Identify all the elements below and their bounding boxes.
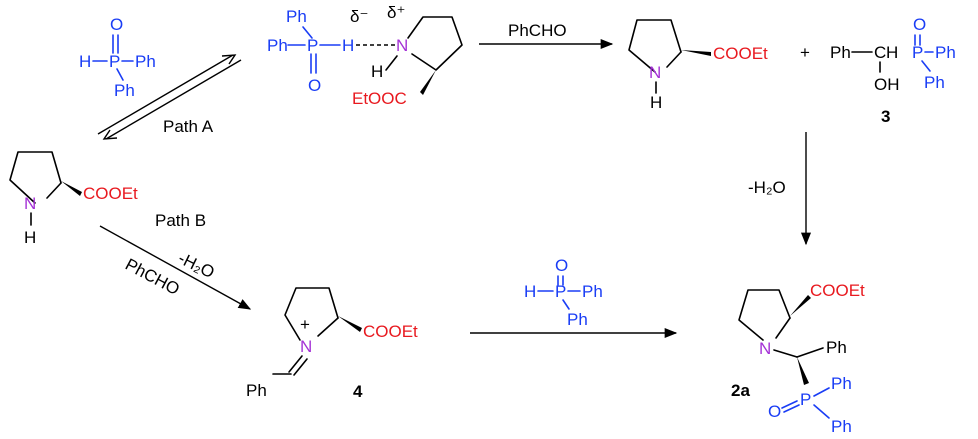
- dehydration-arrow-vertical: -H₂O: [748, 132, 812, 246]
- oxygen-atom: O: [913, 15, 926, 34]
- proline-ethyl-ester-regenerated: N H COOEt: [628, 19, 768, 112]
- hydrogen-atom: H: [79, 52, 91, 71]
- phenyl-label: Ph: [267, 36, 288, 55]
- nitrogen-atom: N: [300, 337, 312, 356]
- reagent-label: -H₂O: [748, 178, 786, 197]
- phenyl-label: Ph: [831, 374, 852, 393]
- compound-number: 2a: [731, 381, 750, 400]
- iminium-ion-4: + N Ph COOEt 4: [246, 287, 418, 401]
- phenyl-label: Ph: [831, 417, 852, 436]
- hydrogen-atom: H: [524, 282, 536, 301]
- compound-number: 4: [353, 382, 363, 401]
- phosphorus-atom: P: [307, 36, 318, 55]
- hydrogen-atom: H: [371, 62, 383, 81]
- phosphorus-atom: P: [555, 282, 566, 301]
- ester-group: COOEt: [83, 184, 138, 203]
- ester-group: COOEt: [713, 44, 768, 63]
- reagent-label: -H₂O: [175, 249, 217, 283]
- phcho-arrow-top: PhCHO: [479, 21, 614, 50]
- phosphorus-atom: P: [109, 52, 120, 71]
- phenyl-label: Ph: [246, 381, 267, 400]
- phenyl-label: Ph: [935, 43, 956, 62]
- nitrogen-atom: N: [759, 339, 771, 358]
- phosphorus-atom: P: [912, 43, 923, 62]
- plus-sign: +: [800, 43, 810, 62]
- diphenylphosphine-oxide-top: O H P Ph Ph: [79, 15, 156, 100]
- nitrogen-atom: N: [649, 63, 661, 82]
- phenyl-label: Ph: [924, 73, 945, 92]
- hydrogen-atom: H: [24, 228, 36, 247]
- hydrogen-atom: H: [342, 36, 354, 55]
- diphenylphosphine-oxide-mid: O H P Ph Ph: [524, 256, 603, 329]
- path-b-arrow: Path B -H₂O PhCHO: [99, 211, 252, 310]
- compound-3: Ph C H OH O P Ph Ph 3: [830, 15, 956, 126]
- delta-plus-label: δ⁺: [387, 3, 405, 22]
- phosphorus-atom: P: [800, 390, 811, 409]
- hydroxyl-group: OH: [874, 75, 900, 94]
- phenyl-label: Ph: [114, 81, 135, 100]
- h-bonded-complex: Ph Ph P H O δ⁻ δ⁺ N H EtOOC: [267, 3, 463, 108]
- reagent-label: PhCHO: [508, 21, 567, 40]
- product-2a: COOEt N Ph P O Ph Ph 2a: [731, 281, 865, 436]
- ester-group: COOEt: [810, 281, 865, 300]
- hydrogen-atom: H: [650, 93, 662, 112]
- nitrogen-atom: N: [396, 36, 408, 55]
- delta-minus-label: δ⁻: [350, 7, 368, 26]
- proline-ethyl-ester: N H COOEt: [9, 151, 138, 247]
- phenyl-label: Ph: [135, 52, 156, 71]
- ester-group: EtOOC: [352, 89, 407, 108]
- hydrogen-atom: H: [886, 43, 898, 62]
- carbon-atom: C: [874, 43, 886, 62]
- phenyl-label: Ph: [830, 43, 851, 62]
- phenyl-label: Ph: [582, 282, 603, 301]
- phenyl-label: Ph: [567, 310, 588, 329]
- oxygen-atom: O: [110, 15, 123, 34]
- oxygen-atom: O: [308, 76, 321, 95]
- nitrogen-atom: N: [24, 194, 36, 213]
- oxygen-atom: O: [768, 402, 781, 421]
- compound-number: 3: [881, 107, 890, 126]
- path-b-label: Path B: [155, 211, 206, 230]
- path-a-label: Path A: [163, 117, 214, 136]
- phenyl-label: Ph: [826, 338, 847, 357]
- oxygen-atom: O: [555, 256, 568, 275]
- equilibrium-arrows: Path A: [97, 54, 242, 140]
- ester-group: COOEt: [363, 322, 418, 341]
- charge-sign: +: [300, 315, 310, 334]
- reagent-label: PhCHO: [122, 255, 183, 299]
- phenyl-label: Ph: [286, 7, 307, 26]
